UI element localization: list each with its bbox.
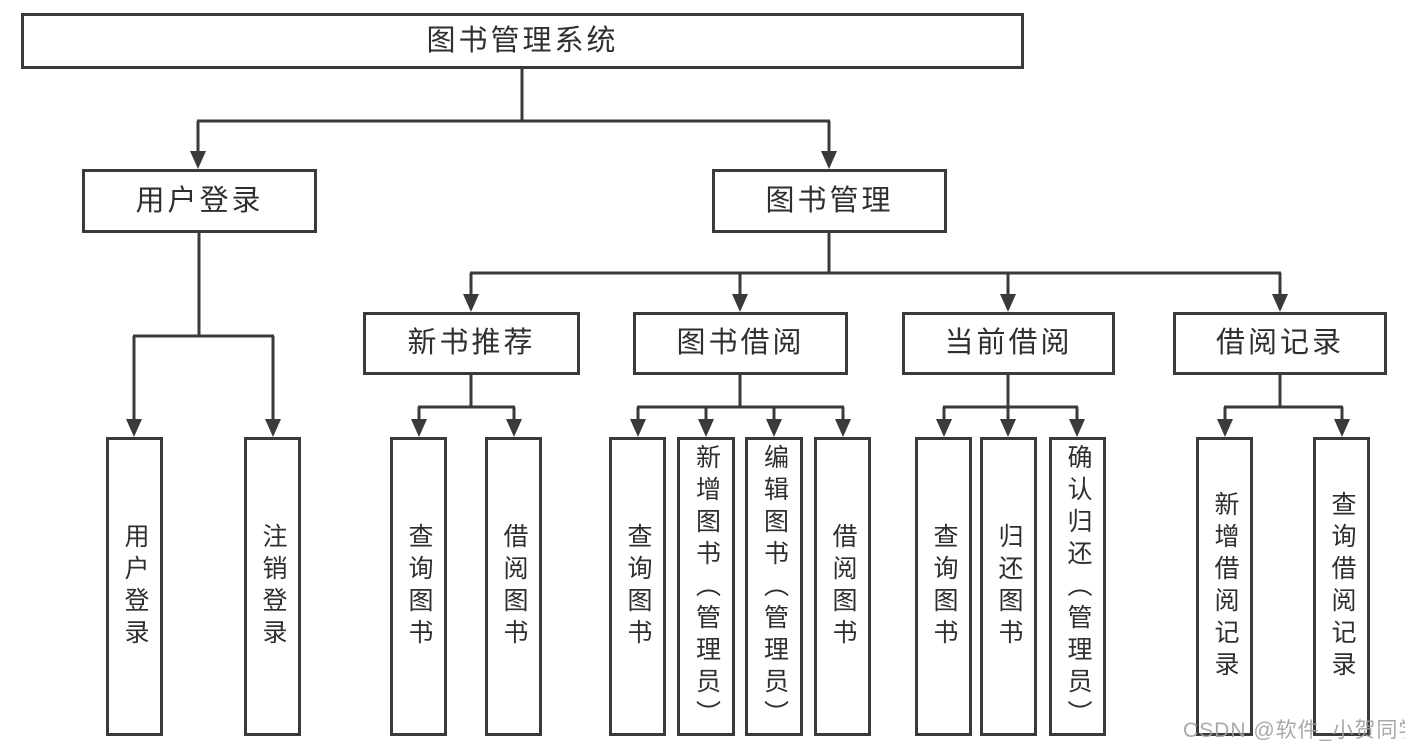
arrow-down-icon xyxy=(732,294,748,312)
arrow-down-icon xyxy=(506,419,522,437)
arrow-down-icon xyxy=(821,151,837,169)
watermark: CSDN @软件_小贺同学 xyxy=(1183,719,1405,742)
arrow-down-icon xyxy=(190,151,206,169)
arrow-down-icon xyxy=(698,419,714,437)
leaf-query-books-current: 查询图书 xyxy=(915,437,972,736)
leaf-user-login: 用户登录 xyxy=(106,437,163,736)
leaf-add-borrow-record: 新增借阅记录 xyxy=(1196,437,1253,736)
arrow-down-icon xyxy=(766,419,782,437)
connector-user-login-branch xyxy=(132,233,275,421)
arrow-down-icon xyxy=(463,294,479,312)
leaf-query-borrow-record: 查询借阅记录 xyxy=(1313,437,1370,736)
connector-current-borrow-branch xyxy=(942,375,1079,421)
arrow-down-icon xyxy=(630,419,646,437)
leaf-borrow-books: 借阅图书 xyxy=(814,437,871,736)
node-root: 图书管理系统 xyxy=(21,13,1024,69)
connector-new-book-branch xyxy=(417,375,516,421)
connector-lines xyxy=(132,69,1344,421)
connector-book-management-branch xyxy=(469,233,1282,296)
arrow-down-icon xyxy=(265,419,281,437)
leaf-query-books-borrow: 查询图书 xyxy=(609,437,666,736)
leaf-query-books-recommend: 查询图书 xyxy=(390,437,447,736)
connector-borrow-records-branch xyxy=(1223,375,1344,421)
node-borrow-records: 借阅记录 xyxy=(1173,312,1387,375)
arrow-down-icon xyxy=(126,419,142,437)
node-user-login: 用户登录 xyxy=(82,169,317,233)
leaf-edit-book-admin: 编辑图书（管理员） xyxy=(745,437,803,736)
arrow-down-icon xyxy=(1272,294,1288,312)
arrow-down-icon xyxy=(411,419,427,437)
node-current-borrow: 当前借阅 xyxy=(902,312,1115,375)
node-new-book-recommend: 新书推荐 xyxy=(363,312,580,375)
arrow-down-icon xyxy=(1334,419,1350,437)
connector-root-branch xyxy=(196,69,831,153)
arrow-down-icon xyxy=(1000,419,1016,437)
connector-book-borrow-branch xyxy=(636,375,845,421)
leaf-return-books: 归还图书 xyxy=(980,437,1037,736)
leaf-logout: 注销登录 xyxy=(244,437,301,736)
leaf-borrow-books-recommend: 借阅图书 xyxy=(485,437,542,736)
arrow-down-icon xyxy=(1069,419,1085,437)
arrowheads xyxy=(126,151,1350,437)
arrow-down-icon xyxy=(936,419,952,437)
arrow-down-icon xyxy=(1000,294,1016,312)
leaf-confirm-return-admin: 确认归还（管理员） xyxy=(1049,437,1106,736)
arrow-down-icon xyxy=(835,419,851,437)
arrow-down-icon xyxy=(1217,419,1233,437)
node-book-borrow: 图书借阅 xyxy=(633,312,848,375)
node-book-management: 图书管理 xyxy=(712,169,947,233)
leaf-add-book-admin: 新增图书（管理员） xyxy=(677,437,735,736)
